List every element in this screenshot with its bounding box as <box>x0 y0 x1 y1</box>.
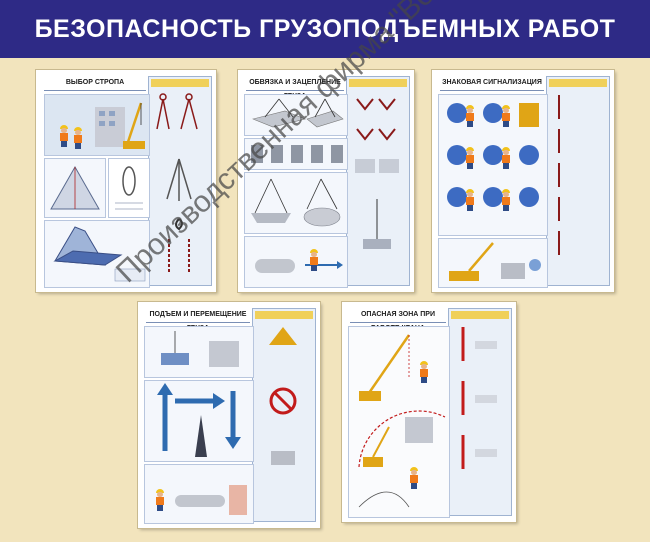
poster-title: ОБВЯЗКА И ЗАЦЕПЛЕНИЕ ГРУЗА <box>246 76 344 100</box>
signal-gestures-grid <box>438 94 548 236</box>
poster-side-column <box>448 308 512 516</box>
crane-building-scene <box>44 94 150 156</box>
poster-side-column <box>346 76 410 286</box>
mobile-crane-scene <box>438 238 548 288</box>
poster-crane-danger-zone[interactable]: ОПАСНАЯ ЗОНА ПРИ РАБОТЕ КРАНА <box>342 302 516 522</box>
poster-signal-codes[interactable]: ЗНАКОВАЯ СИГНАЛИЗАЦИЯ <box>432 70 614 292</box>
side-column-header <box>151 79 209 87</box>
side-column-header <box>349 79 407 87</box>
poster-side-column <box>252 308 316 522</box>
sling-angle-diagram <box>44 158 106 218</box>
board-title: БЕЗОПАСНОСТЬ ГРУЗОПОДЪЕМНЫХ РАБОТ <box>34 14 616 43</box>
poster-title: ОПАСНАЯ ЗОНА ПРИ РАБОТЕ КРАНА <box>350 308 446 332</box>
board-header: БЕЗОПАСНОСТЬ ГРУЗОПОДЪЕМНЫХ РАБОТ <box>0 0 650 58</box>
sling-chains-illustration <box>156 93 198 274</box>
poster-load-rigging[interactable]: ОБВЯЗКА И ЗАЦЕПЛЕНИЕ ГРУЗА <box>238 70 414 292</box>
crane-signal-icons <box>558 95 560 255</box>
movement-arrows-diagram <box>144 380 254 462</box>
crane-lift-scene <box>144 326 254 378</box>
load-pyramid-diagram <box>44 220 150 288</box>
poster-title: ЗНАКОВАЯ СИГНАЛИЗАЦИЯ <box>440 76 544 91</box>
danger-zone-icons <box>461 327 497 469</box>
danger-zone-diagram <box>348 326 450 518</box>
poster-lifting-moving[interactable]: ПОДЪЕМ И ПЕРЕМЕЩЕНИЕ ГРУЗА <box>138 302 320 528</box>
poster-side-column <box>148 76 212 286</box>
side-column-header <box>255 311 313 319</box>
hook-attachment-illustration <box>355 98 399 249</box>
grip-hooks-grid <box>244 138 348 170</box>
side-column-header <box>451 311 509 319</box>
poster-side-column <box>546 76 610 286</box>
concrete-slab-rigging <box>244 94 348 136</box>
beam-and-pipe-rigging <box>244 172 348 234</box>
lifting-rules-icons <box>269 327 297 465</box>
pipe-lifting-scene <box>244 236 348 288</box>
side-column-header <box>549 79 607 87</box>
workers-guiding-load <box>144 464 254 524</box>
poster-sling-selection[interactable]: ВЫБОР СТРОПА <box>36 70 216 292</box>
poster-title: ПОДЪЕМ И ПЕРЕМЕЩЕНИЕ ГРУЗА <box>146 308 250 332</box>
sling-types-table <box>108 158 150 218</box>
poster-title: ВЫБОР СТРОПА <box>44 76 146 91</box>
